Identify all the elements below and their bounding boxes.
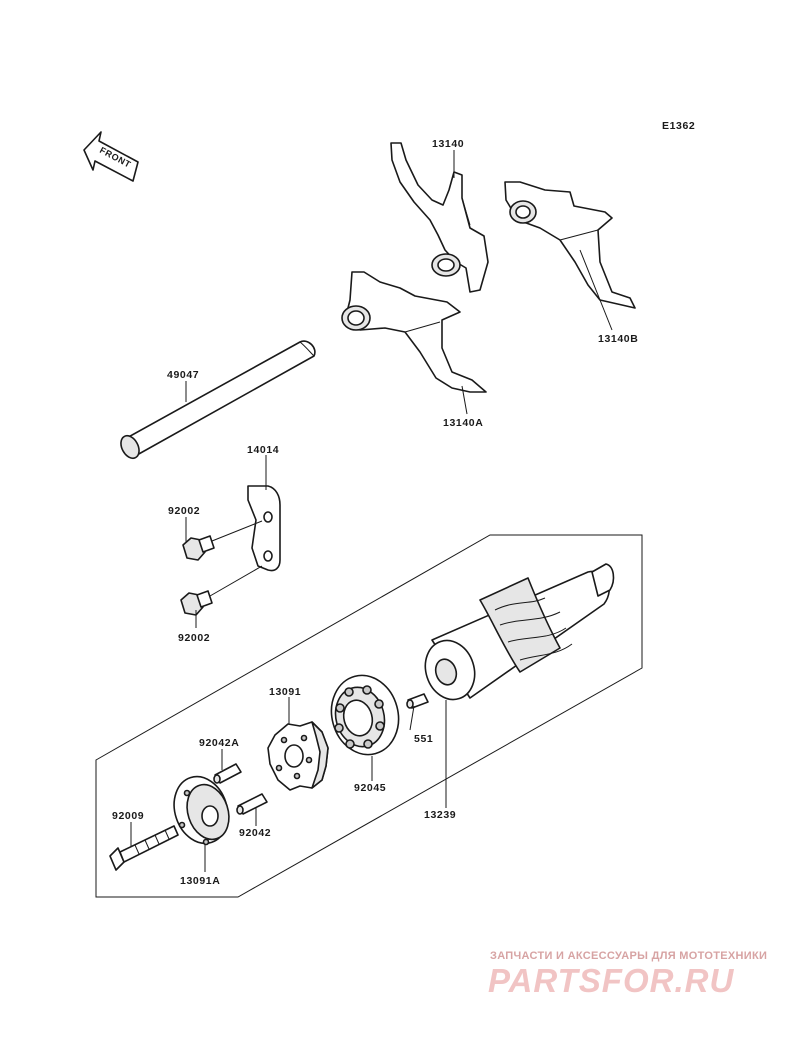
label-92045: 92045 [354, 782, 386, 794]
bolt-92002-bottom [180, 565, 263, 616]
plate-14014 [247, 485, 281, 572]
assembly-outline-13239 [95, 534, 643, 898]
label-92009: 92009 [112, 810, 144, 822]
screw-92009 [109, 825, 179, 871]
label-92042: 92042 [239, 827, 271, 839]
watermark-logo: PARTSFOR.RU [488, 962, 735, 999]
pin-92042 [236, 793, 268, 815]
diagram-code: E1362 [662, 120, 695, 132]
shift-fork-13140A [341, 271, 487, 393]
plate-13091A [173, 775, 230, 846]
label-13140A: 13140A [443, 417, 483, 429]
watermark-subtitle: ЗАПЧАСТИ И АКСЕССУАРЫ ДЛЯ МОТОТЕХНИКИ [490, 950, 768, 962]
shift-drum-13239 [424, 563, 615, 701]
cam-13091 [267, 721, 329, 791]
label-13091: 13091 [269, 686, 301, 698]
shift-fork-13140 [390, 142, 489, 293]
shift-rod-49047 [120, 340, 316, 460]
label-14014: 14014 [247, 444, 279, 456]
label-551: 551 [414, 733, 433, 745]
front-arrow-icon: FRONT [83, 131, 139, 182]
label-92002-bottom: 92002 [178, 632, 210, 644]
label-92002-top: 92002 [168, 505, 200, 517]
leader-lines [130, 150, 613, 872]
label-13091A: 13091A [180, 875, 220, 887]
label-13140B: 13140B [598, 333, 638, 345]
bolt-92002-top [182, 520, 263, 561]
label-49047: 49047 [167, 369, 199, 381]
label-13239: 13239 [424, 809, 456, 821]
label-92042A: 92042A [199, 737, 239, 749]
pin-551 [406, 693, 429, 709]
label-13140: 13140 [432, 138, 464, 150]
pin-92042A [213, 763, 242, 784]
bearing-92045 [330, 674, 400, 756]
shift-fork-13140B [504, 181, 636, 309]
